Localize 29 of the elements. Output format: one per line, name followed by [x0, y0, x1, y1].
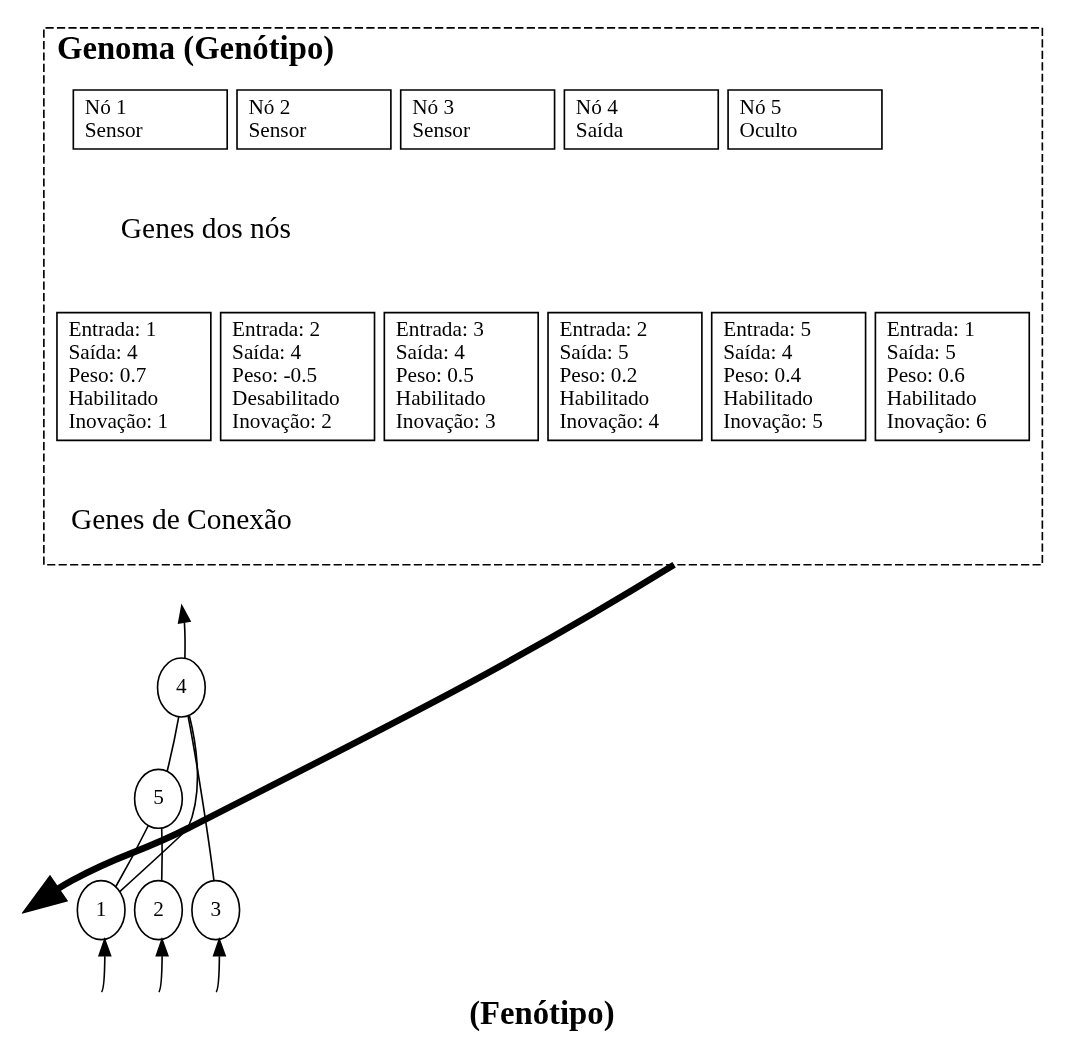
node-ellipse: 3 — [191, 879, 241, 941]
label: Genes de Conexão — [70, 503, 292, 536]
label: Genes dos nós — [120, 212, 291, 245]
arrow — [177, 603, 192, 659]
connector — [187, 715, 215, 882]
connector — [115, 824, 150, 888]
arrow — [212, 936, 227, 993]
arrow — [97, 936, 112, 993]
node-box: Nó 4 Saída — [563, 89, 720, 150]
node-box: Entrada: 5 Saída: 4 Peso: 0.4 Habilitado Inovação: 5 — [710, 311, 867, 442]
connector — [160, 827, 163, 882]
caption: (Fenótipo) — [469, 995, 615, 1032]
node-box: Nó 3 Sensor — [399, 89, 556, 150]
node-box: Nó 5 Oculto — [727, 89, 883, 150]
connector — [118, 714, 199, 893]
node-box: Entrada: 1 Saída: 5 Peso: 0.6 Habilitado Inovação: 6 — [874, 311, 1031, 442]
node-box: Entrada: 3 Saída: 4 Peso: 0.5 Habilitado Inovação: 3 — [383, 311, 540, 442]
node-box: Nó 1 Sensor — [72, 89, 228, 150]
node-ellipse: 4 — [156, 657, 206, 718]
node-ellipse: 1 — [76, 879, 126, 941]
node-ellipse: 2 — [133, 879, 184, 941]
node-box: Entrada: 2 Saída: 4 Peso: -0.5 Desabilitado Inovação: 2 — [219, 311, 376, 442]
arrow — [155, 936, 169, 993]
node-box: Entrada: 2 Saída: 5 Peso: 0.2 Habilitado Inovação: 4 — [547, 311, 703, 442]
arrow — [22, 561, 676, 914]
node-ellipse: 5 — [133, 768, 184, 830]
connector — [166, 716, 180, 773]
node-box: Entrada: 1 Saída: 4 Peso: 0.7 Habilitado Inovação: 1 — [56, 311, 212, 442]
node-box: Nó 2 Sensor — [236, 89, 392, 150]
